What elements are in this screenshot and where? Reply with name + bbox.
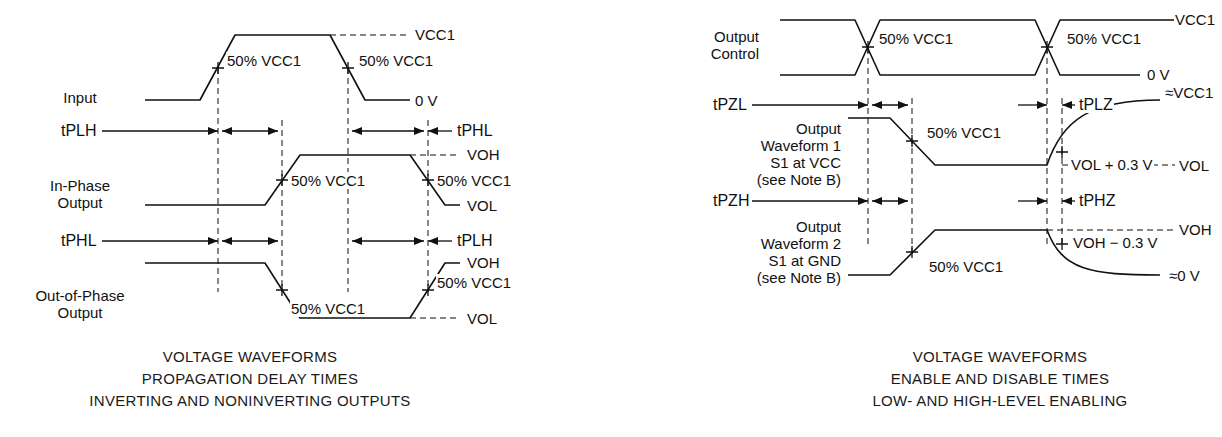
level-label: VOH − 0.3 V [1072,234,1159,251]
in-phase-waveform [145,155,460,205]
level-label: VOH [1178,221,1213,238]
out-of-phase-waveform [145,263,460,318]
time-arrow [752,200,868,201]
caption-line: VOLTAGE WAVEFORMS [912,348,1089,365]
level-label: 50% VCC1 [1066,30,1142,47]
time-arrow [1018,200,1047,201]
level-label: 50% VCC1 [226,52,302,69]
level-label: VOH [466,146,501,163]
time-arrow [1018,104,1047,105]
timing-label: tPLH [60,122,98,139]
timing-label: tPZL [712,96,748,113]
timing-guide [868,48,1062,258]
time-arrow [428,240,452,241]
control-waveform [780,20,1140,75]
level-label: VOH [466,254,501,271]
signal-name: Output Waveform 2 S1 at GND (see Note B) [748,218,842,286]
reference-line [410,318,460,319]
time-arrow [1062,200,1075,201]
time-arrow [222,240,278,241]
level-label: 50% VCC1 [358,52,434,69]
caption-line: VOLTAGE WAVEFORMS [162,348,339,365]
signal-name: Input [62,89,97,106]
level-label: VCC1 [1174,11,1216,28]
caption-line: ENABLE AND DISABLE TIMES [890,370,1111,387]
time-arrow [102,130,218,131]
level-label: ≈0 V [1168,267,1201,284]
signal-name: Output Control [688,28,760,62]
timing-label: tPHL [60,232,98,249]
level-label: VOL [1178,157,1210,174]
level-label: ≈VCC1 [1164,84,1214,101]
caption-line: LOW- AND HIGH-LEVEL ENABLING [871,392,1128,409]
time-arrow [222,130,278,131]
level-label: VOL + 0.3 V [1070,156,1154,173]
level-label: 50% VCC1 [928,258,1004,275]
reference-line [1047,230,1175,231]
level-label: 50% VCC1 [926,124,1002,141]
time-arrow [872,104,908,105]
level-label: 0 V [1146,66,1171,83]
time-arrow [872,200,908,201]
crossing-marker [212,41,1068,296]
time-arrow [352,240,424,241]
time-arrow [1062,104,1075,105]
level-label: VCC1 [414,26,456,43]
timing-label: tPHL [456,122,494,139]
timing-label: tPZH [712,192,750,209]
timing-guide [218,68,428,292]
timing-label: tPLH [456,232,494,249]
level-label: 50% VCC1 [878,30,954,47]
level-label: VOL [466,310,498,327]
level-label: 0 V [414,92,439,109]
level-label: 50% VCC1 [290,300,366,317]
caption-line: INVERTING AND NONINVERTING OUTPUTS [88,392,411,409]
signal-name: In-Phase Output [39,177,121,211]
timing-label: tPLZ [1078,96,1114,113]
time-arrow [428,130,452,131]
output-waveform-2 [848,230,1160,275]
reference-line [410,155,460,156]
level-label: 50% VCC1 [436,172,512,189]
signal-name: Out-of-Phase Output [27,287,134,321]
control-waveform [780,20,1175,75]
level-label: 50% VCC1 [436,274,512,291]
signal-name: Output Waveform 1 S1 at VCC (see Note B) [748,120,842,188]
caption-line: PROPAGATION DELAY TIMES [141,370,359,387]
level-label: 50% VCC1 [290,172,366,189]
timing-label: tPHZ [1078,192,1116,209]
time-arrow [352,130,424,131]
reference-line [330,35,410,36]
time-arrow [102,240,218,241]
level-label: VOL [466,197,498,214]
time-arrow [752,104,868,105]
